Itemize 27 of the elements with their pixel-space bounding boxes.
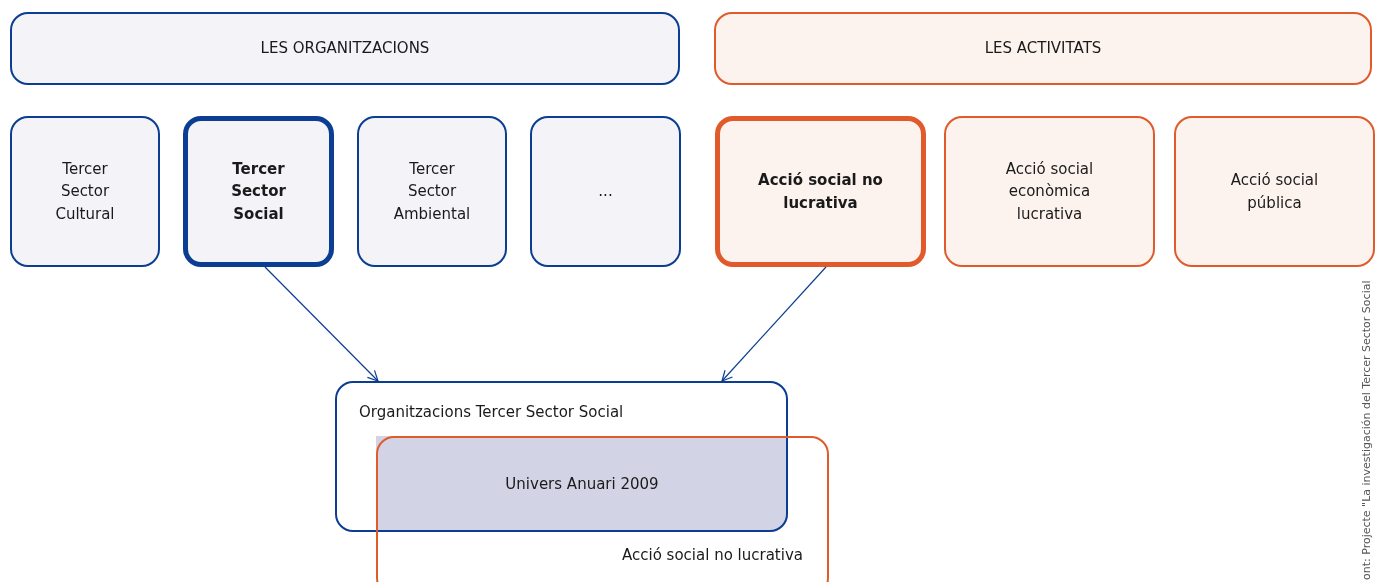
band-title: LES ACTIVITATS — [984, 38, 1102, 60]
category-box — [10, 116, 160, 267]
arrow — [721, 266, 827, 382]
node-label: Acció social no lucrativa — [622, 545, 803, 566]
category-band — [10, 12, 680, 85]
category-box — [357, 116, 507, 267]
activity-box — [1174, 116, 1375, 267]
node-label: Acció social pública — [1229, 170, 1320, 214]
set-box — [376, 436, 829, 582]
activity-box — [944, 116, 1155, 267]
node-label: Acció social no lucrativa — [757, 170, 884, 214]
highlighted-box — [715, 116, 926, 267]
intersection-area — [376, 436, 788, 532]
node-label: Tercer Sector Cultural — [54, 158, 116, 225]
category-band — [714, 12, 1372, 85]
set-box — [335, 381, 788, 532]
node-label: Univers Anuari 2009 — [505, 473, 659, 495]
node-label: ... — [597, 181, 614, 203]
category-box — [530, 116, 681, 267]
node-label: Tercer Sector Ambiental — [392, 158, 472, 225]
source-note: ont: Projecte "La investigación del Tercer Sector Social — [1360, 280, 1373, 580]
node-label: Acció social econòmica lucrativa — [1004, 158, 1095, 225]
band-title: LES ORGANITZACIONS — [260, 38, 430, 60]
node-label: Organitzacions Tercer Sector Social — [359, 402, 624, 423]
node-label: Tercer Sector Social — [230, 158, 287, 225]
highlighted-box — [183, 116, 334, 267]
arrow — [264, 266, 379, 382]
